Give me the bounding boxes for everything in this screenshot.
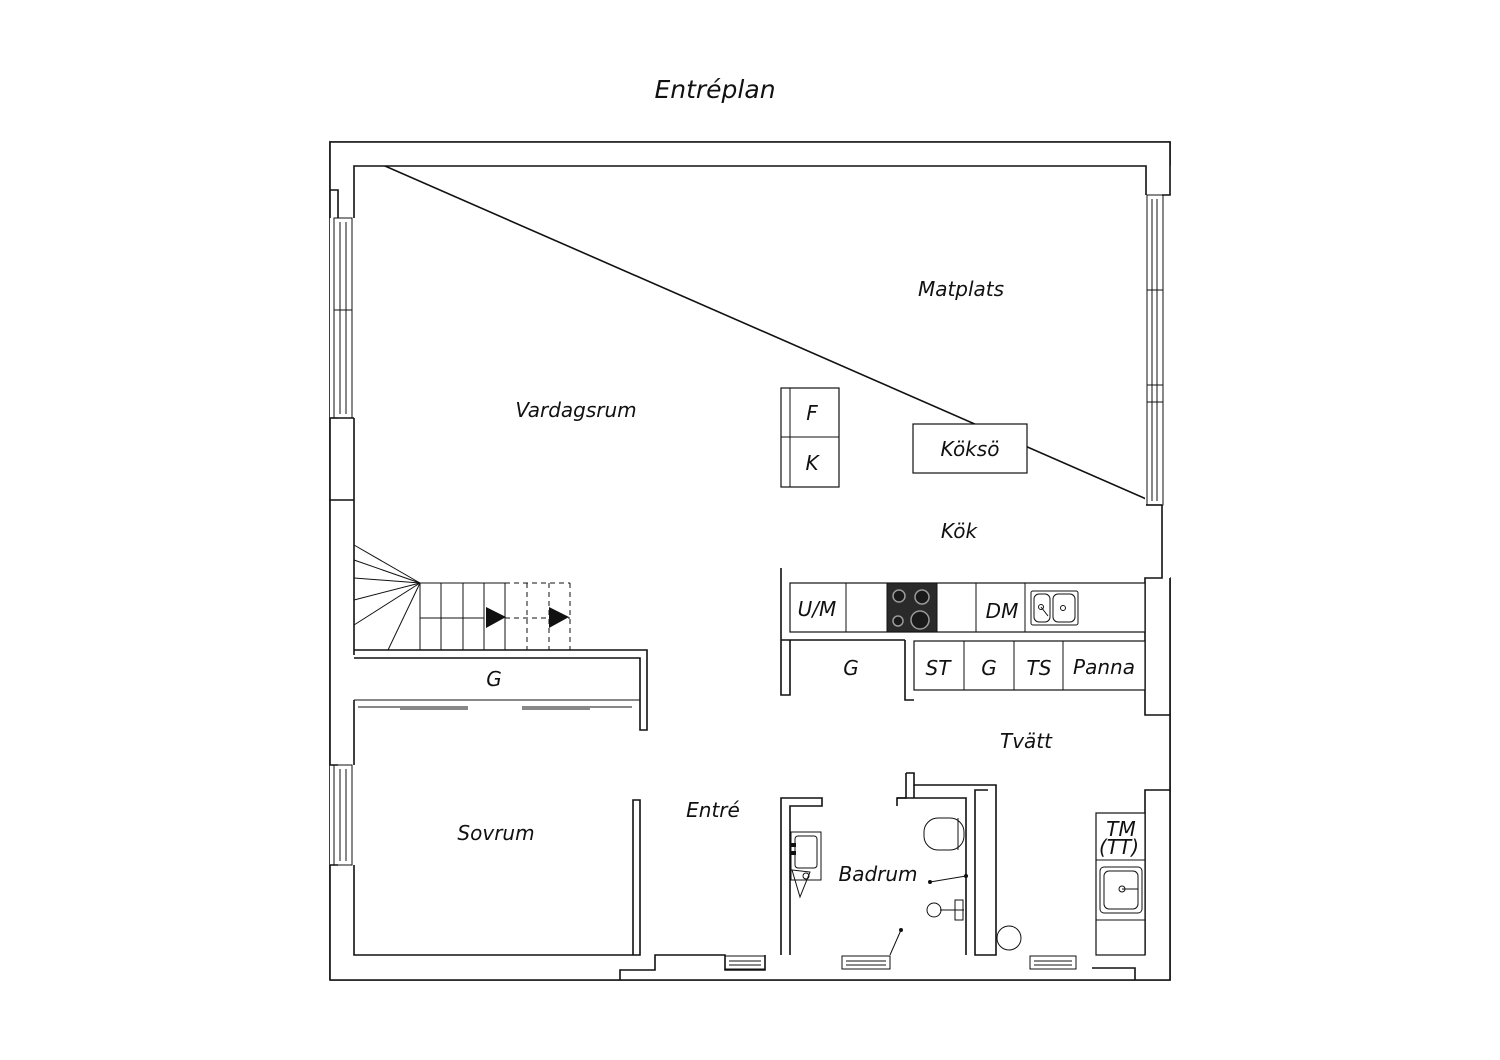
- bathroom-walls: [780, 772, 997, 956]
- kitchen-counter-upper: [780, 568, 1146, 696]
- panna-label: Panna: [1073, 655, 1135, 679]
- stove-icon: [886, 582, 938, 633]
- toilet-icon: [923, 817, 965, 851]
- tm-label: TM: [1106, 817, 1135, 841]
- kitchen-counter-lower: [904, 640, 1146, 701]
- kitchen-island: [912, 423, 1028, 474]
- floor-drain-icon: [996, 925, 1022, 951]
- tt-label: (TT): [1099, 835, 1139, 859]
- dining-area-label: Matplats: [918, 277, 1004, 301]
- bedroom-label: Sovrum: [457, 821, 534, 845]
- st-label: ST: [926, 656, 953, 680]
- window-bottom-bath: [841, 955, 891, 970]
- g-label: G: [981, 656, 997, 680]
- kitchen-label: Kök: [941, 519, 979, 543]
- hall-wardrobe: [353, 649, 648, 731]
- window-left-lower: [333, 764, 353, 866]
- stairs-icon: [353, 544, 571, 651]
- window-right: [1146, 194, 1164, 506]
- window-bottom-laundry: [1029, 955, 1077, 970]
- living-room-label: Vardagsrum: [515, 398, 636, 422]
- fridge-label: K: [805, 451, 820, 475]
- um-label: U/M: [798, 597, 837, 621]
- freezer-label: F: [806, 401, 818, 425]
- bathroom-label: Badrum: [838, 862, 917, 886]
- window-left-upper: [333, 217, 353, 419]
- kitchen-wardrobe-label: G: [843, 656, 859, 680]
- shower-icon: [889, 874, 968, 956]
- sink-icon: [1030, 590, 1079, 626]
- window-bottom-entre: [724, 955, 766, 970]
- laundry-column: [1095, 812, 1146, 956]
- fridge-freezer: [780, 387, 840, 488]
- dm-label: DM: [986, 599, 1019, 623]
- hall-wardrobe-label: G: [486, 667, 502, 691]
- entrance-label: Entré: [686, 798, 740, 822]
- kitchen-island-label: Köksö: [941, 437, 1000, 461]
- laundry-label: Tvätt: [1000, 729, 1053, 753]
- ts-label: TS: [1027, 656, 1052, 680]
- washbasin-icon: [790, 831, 822, 899]
- plan-title: Entréplan: [654, 75, 775, 104]
- outer-walls: [329, 140, 1171, 981]
